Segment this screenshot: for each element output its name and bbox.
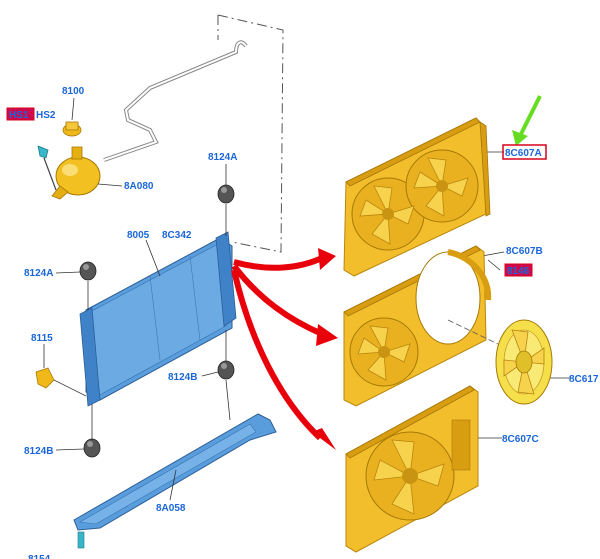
8c607a-highlight (502, 144, 547, 160)
tank-cap (62, 121, 82, 137)
label-8100: 8100 (62, 86, 85, 97)
label-8c607a: 8C607A (505, 148, 542, 159)
label-8c607b: 8C607B (506, 246, 543, 257)
mount-8124b-left (83, 438, 101, 458)
fan-shroud-8c607a (343, 117, 491, 277)
hose-clip-hs2 (37, 145, 57, 191)
mount-8124b-mid (217, 360, 235, 380)
label-8005: 8005 (127, 230, 150, 241)
label-8c342: 8C342 (162, 230, 192, 241)
radiator (79, 231, 237, 407)
drain-plug (35, 367, 87, 397)
label-8c617: 8C617 (569, 374, 599, 385)
label-hs2: HS2 (36, 110, 56, 121)
label-8124a-top: 8124A (208, 152, 237, 163)
dashed-outline (217, 14, 284, 253)
coolant-pipe (103, 40, 248, 162)
label-8124a-left: 8124A (24, 268, 53, 279)
green-pointer-arrow (512, 95, 542, 146)
label-8a058: 8A058 (156, 503, 186, 514)
label-8146: 8146 (507, 266, 530, 277)
label-hs1: HS1 (9, 110, 29, 121)
8146-highlight (504, 263, 533, 277)
label-8124b-left: 8124B (24, 446, 53, 457)
label-8a080: 8A080 (124, 181, 154, 192)
mount-8124a-left (79, 261, 97, 281)
leader-lines (43, 97, 570, 501)
mount-8124a-top (217, 184, 235, 204)
lower-bracket (73, 413, 277, 549)
fan-shroud-8c607c (345, 385, 479, 553)
red-arrows (231, 248, 338, 450)
hs1-highlight (6, 107, 35, 121)
label-8154: 8154 (28, 554, 51, 559)
fan-8c617 (495, 319, 553, 405)
label-8124b-mid: 8124B (168, 372, 197, 383)
label-8115: 8115 (31, 333, 53, 344)
fan-shroud-8c607b (343, 245, 499, 407)
label-8c607c: 8C607C (502, 434, 539, 445)
expansion-tank (51, 146, 101, 200)
